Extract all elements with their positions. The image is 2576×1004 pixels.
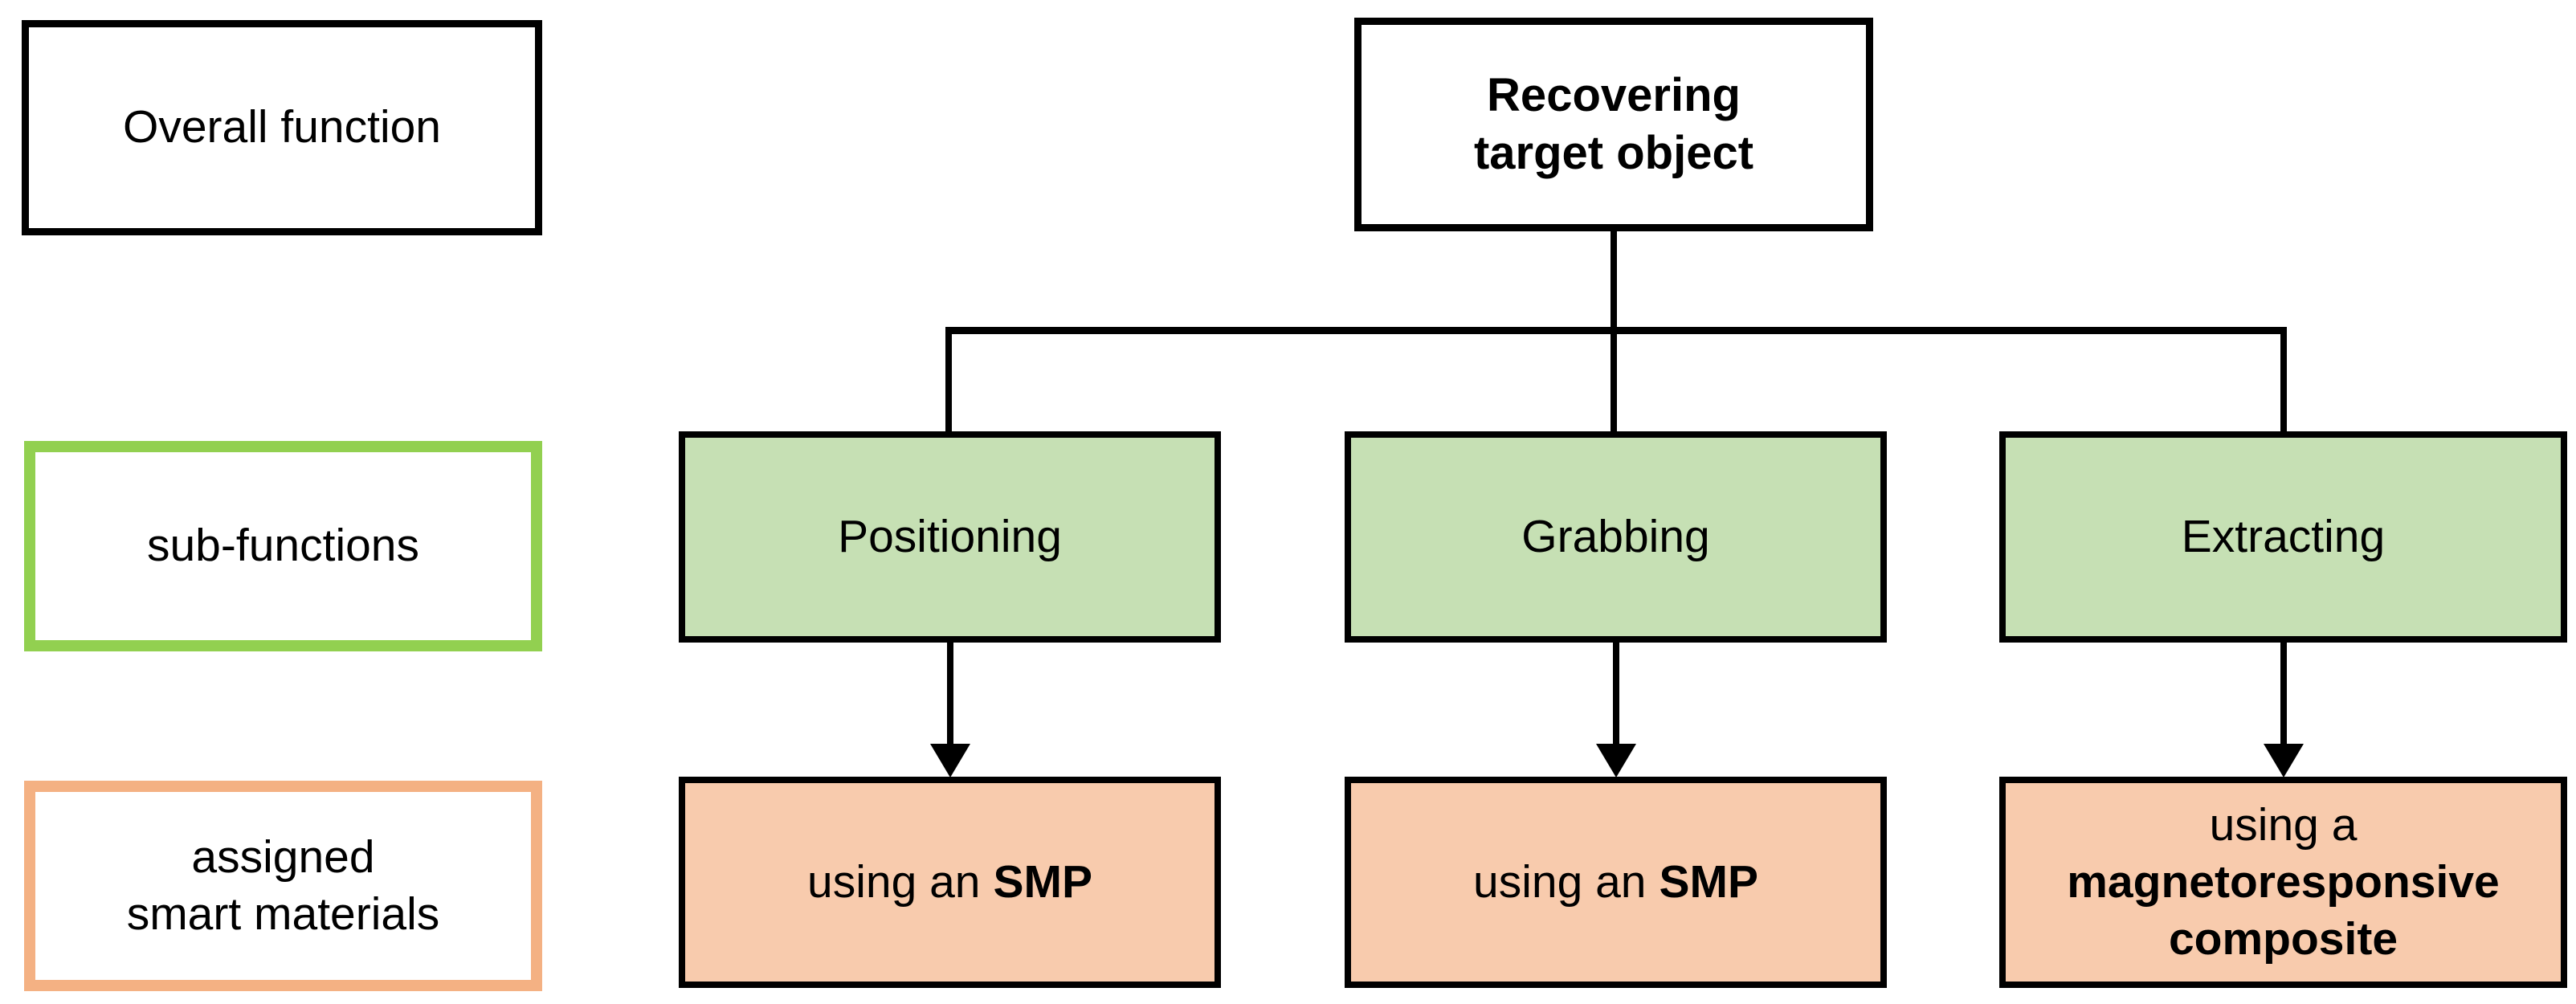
- sub-function-label-extracting: Extracting: [2181, 510, 2386, 562]
- sub-function-box-positioning: Positioning: [679, 431, 1221, 643]
- arrow-down-icon-extracting: [2264, 744, 2304, 777]
- material-text-grabbing: using an SMP: [1473, 854, 1758, 911]
- assigned-smart-materials-legend-box: assigned smart materials: [24, 781, 542, 991]
- material-bold-grabbing: SMP: [1659, 855, 1758, 908]
- material-bold-line2-extracting: composite: [2168, 913, 2398, 965]
- material-box-positioning: using an SMP: [679, 777, 1221, 988]
- material-prefix-grabbing: using an: [1473, 855, 1647, 908]
- root-function-box: Recovering target object: [1354, 18, 1873, 231]
- root-function-line1: Recovering: [1487, 68, 1741, 121]
- materials-label-line1: assigned: [191, 831, 375, 883]
- materials-label-line2: smart materials: [126, 888, 440, 940]
- connector-bus-horizontal-line: [945, 327, 2287, 334]
- arrow-down-icon-grabbing: [1596, 744, 1636, 777]
- overall-function-legend-box: Overall function: [22, 20, 542, 235]
- arrow-stem-positioning: [947, 643, 953, 747]
- root-function-line2: target object: [1473, 127, 1754, 179]
- sub-function-box-extracting: Extracting: [1999, 431, 2567, 643]
- sub-functions-label: sub-functions: [146, 520, 420, 572]
- sub-function-label-positioning: Positioning: [838, 510, 1062, 562]
- arrow-stem-grabbing: [1613, 643, 1619, 747]
- connector-drop-line-positioning: [945, 327, 952, 431]
- material-bold-line1-extracting: magnetoresponsive: [2067, 855, 2500, 908]
- arrow-down-icon-positioning: [930, 744, 970, 777]
- material-text-positioning: using an SMP: [807, 854, 1092, 911]
- overall-function-label: Overall function: [122, 101, 442, 153]
- material-box-extracting: using a magnetoresponsive composite: [1999, 777, 2567, 988]
- connector-drop-line-extracting: [2280, 327, 2287, 431]
- arrow-stem-extracting: [2280, 643, 2287, 747]
- sub-function-label-grabbing: Grabbing: [1521, 510, 1710, 562]
- material-prefix-positioning: using an: [807, 855, 981, 908]
- material-prefix-extracting: using a: [2209, 798, 2358, 851]
- material-bold-positioning: SMP: [993, 855, 1092, 908]
- sub-function-box-grabbing: Grabbing: [1345, 431, 1887, 643]
- sub-functions-legend-box: sub-functions: [24, 441, 542, 651]
- material-box-grabbing: using an SMP: [1345, 777, 1887, 988]
